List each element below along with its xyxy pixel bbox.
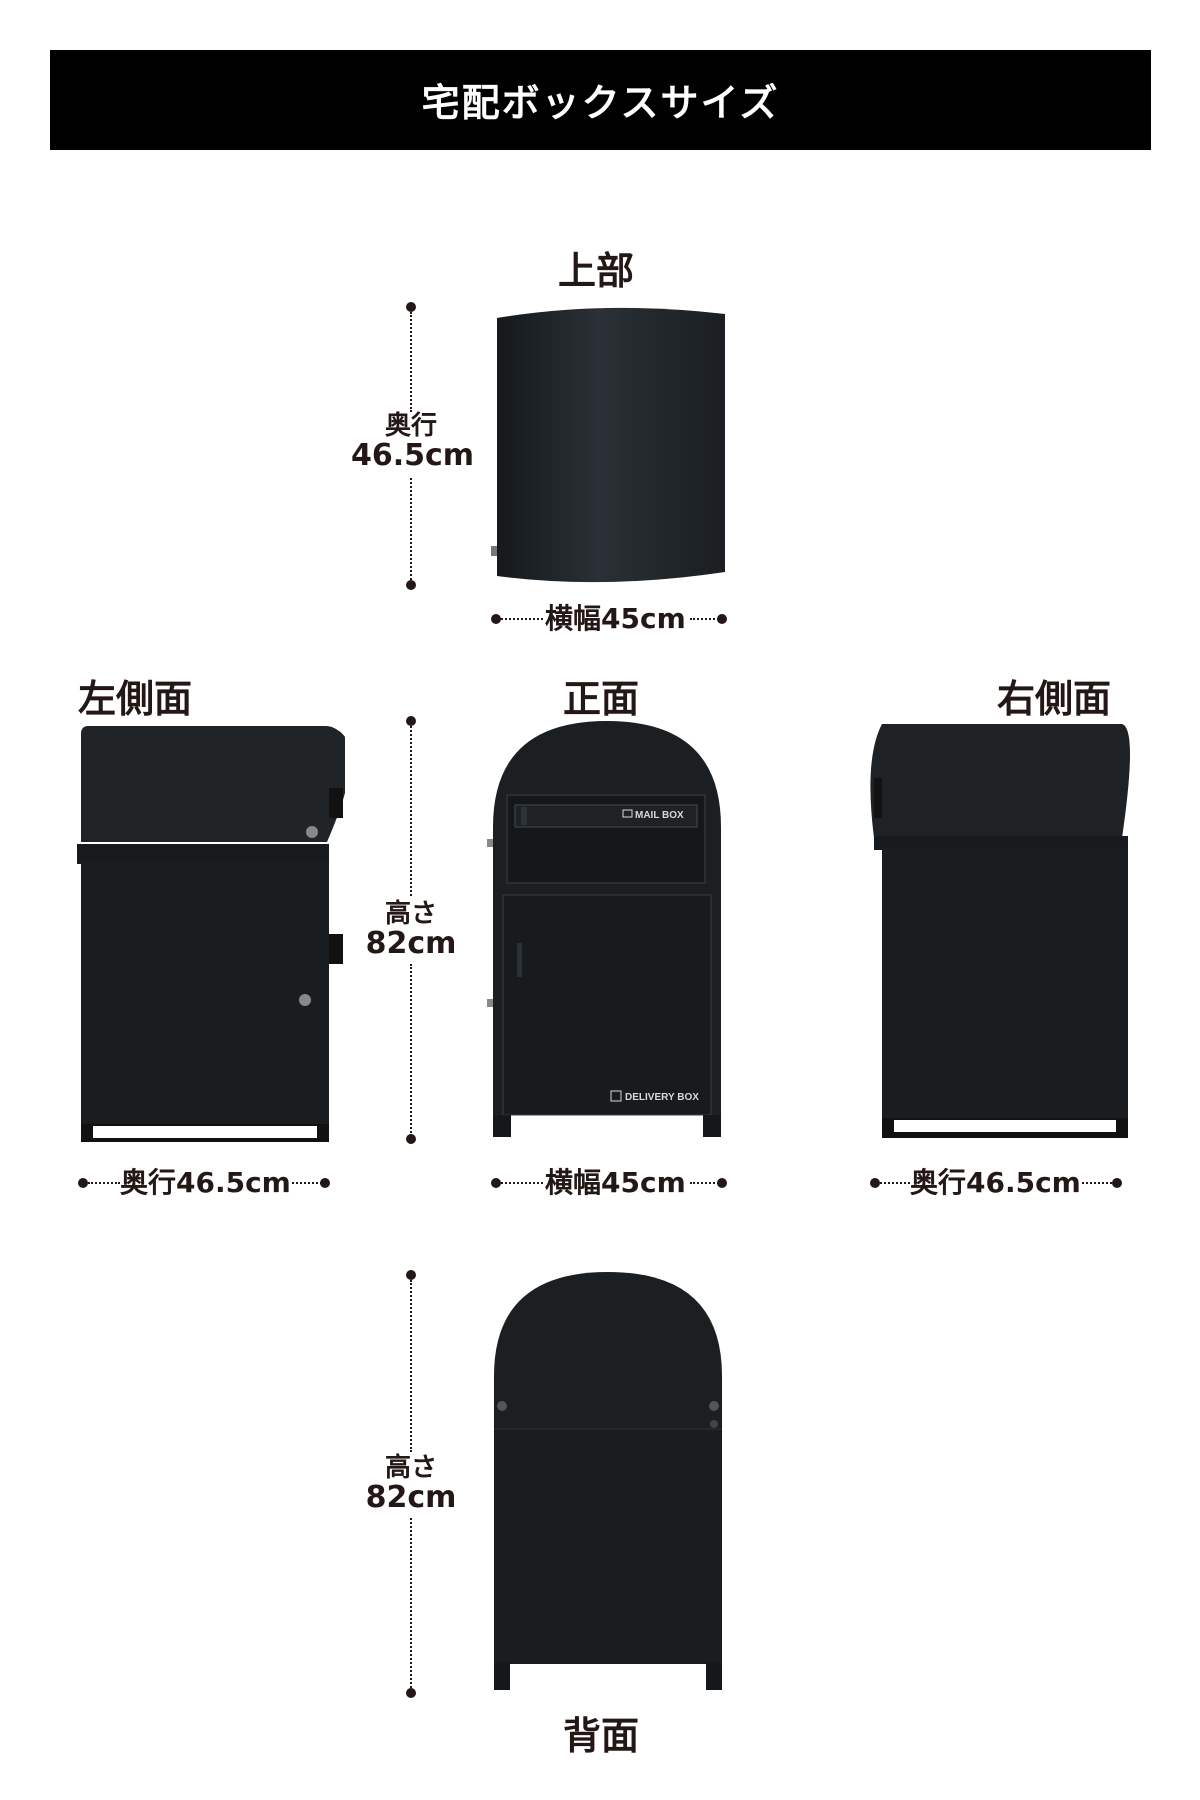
dim-line xyxy=(880,1182,910,1184)
box-right-side xyxy=(870,724,1130,1138)
dim-line xyxy=(501,1182,543,1184)
view-label-right: 右側面 xyxy=(997,677,1112,721)
dim-dot xyxy=(406,1134,416,1144)
dim-dot xyxy=(78,1178,88,1188)
front-width-dimension: 横幅45cm xyxy=(545,1166,686,1199)
dim-dot xyxy=(717,614,727,624)
dim-line xyxy=(410,964,412,1136)
back-height-dimension: 高さ 82cm xyxy=(351,1454,471,1514)
dim-dot xyxy=(406,716,416,726)
box-left-side xyxy=(77,726,345,1142)
dim-label: 奥行 xyxy=(384,411,437,441)
box-front-view: MAIL BOX DELIVERY BOX xyxy=(487,721,721,1137)
dim-dot xyxy=(717,1178,727,1188)
view-label-front: 正面 xyxy=(563,677,640,721)
dim-label: 高さ xyxy=(384,899,437,929)
dim-dot xyxy=(1112,1178,1122,1188)
top-width-dimension: 横幅45cm xyxy=(545,602,686,635)
dim-line xyxy=(410,726,412,896)
delivery-box-label: DELIVERY BOX xyxy=(625,1092,699,1103)
dim-line xyxy=(1082,1182,1112,1184)
dim-value: 82cm xyxy=(365,1480,457,1515)
view-label-back: 背面 xyxy=(563,1714,640,1758)
right-depth-dimension: 奥行46.5cm xyxy=(910,1166,1081,1199)
left-depth-dimension: 奥行46.5cm xyxy=(120,1166,291,1199)
view-label-top: 上部 xyxy=(558,249,635,293)
dim-dot xyxy=(406,302,416,312)
dim-line xyxy=(292,1182,322,1184)
dim-dot xyxy=(491,1178,501,1188)
page-title: 宅配ボックスサイズ xyxy=(421,81,780,125)
dim-dot xyxy=(406,1270,416,1280)
dim-dot xyxy=(320,1178,330,1188)
dim-line xyxy=(410,478,412,580)
dim-dot xyxy=(406,1688,416,1698)
dim-dot xyxy=(491,614,501,624)
title-banner: 宅配ボックスサイズ xyxy=(50,50,1151,150)
view-label-left: 左側面 xyxy=(78,677,193,721)
dim-dot xyxy=(870,1178,880,1188)
dim-line xyxy=(690,618,722,620)
dim-line xyxy=(410,1280,412,1452)
mail-box-label: MAIL BOX xyxy=(635,810,684,821)
dim-line xyxy=(88,1182,120,1184)
dim-value: 46.5cm xyxy=(351,438,475,473)
dim-value: 82cm xyxy=(365,926,457,961)
dim-label: 高さ xyxy=(384,1453,437,1483)
top-depth-dimension: 奥行 46.5cm xyxy=(351,411,475,473)
dim-line xyxy=(410,1518,412,1688)
dim-line xyxy=(410,312,412,412)
box-top-view xyxy=(491,307,725,583)
dim-dot xyxy=(406,580,416,590)
dim-line xyxy=(501,618,543,620)
dim-line xyxy=(690,1182,722,1184)
front-height-dimension: 高さ 82cm xyxy=(351,900,471,960)
box-back-view xyxy=(494,1272,722,1690)
